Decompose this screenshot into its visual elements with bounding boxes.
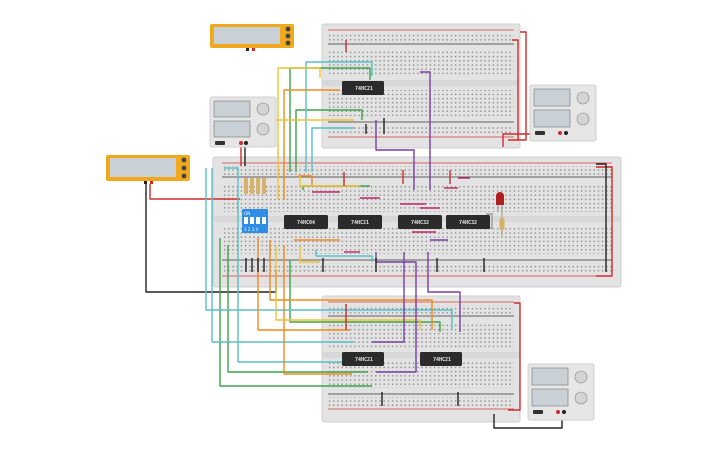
ic-center-chip-4[interactable]: 74HC32 (446, 215, 490, 229)
dip-switch-icon[interactable]: ON 1 2 3 4 (242, 209, 268, 233)
wire-green (219, 238, 372, 387)
wire-black (596, 163, 607, 272)
ic-bottom-chip-1[interactable]: 74HC21 (342, 352, 384, 366)
wire-orange (283, 89, 340, 200)
wire-purple (420, 71, 431, 190)
wire-teal (211, 168, 354, 343)
wire-green (289, 260, 441, 332)
wire-teal (224, 167, 352, 363)
wire-yellow (277, 67, 321, 200)
wire-orange (283, 245, 352, 375)
wire-red (149, 184, 240, 200)
ic-center-chip-3[interactable]: 74HC32 (398, 215, 442, 229)
wire-green (295, 109, 363, 172)
power-supply-icon[interactable] (529, 84, 597, 142)
power-supply-icon[interactable] (209, 96, 277, 148)
dip-on-label: ON (244, 211, 250, 216)
ic-center-chip-2[interactable]: 74HC21 (338, 215, 382, 229)
chip-label: 74HC21 (355, 357, 373, 363)
dip-toggle-3[interactable] (256, 217, 260, 224)
wire-red (512, 39, 519, 140)
wire-purple (427, 252, 461, 332)
resistor-array[interactable] (244, 178, 266, 194)
chip-label: 74HC21 (355, 86, 373, 92)
wire-teal (305, 61, 373, 172)
wire-teal (311, 127, 354, 172)
wires[interactable] (145, 31, 613, 429)
breadboard-center[interactable] (212, 156, 622, 288)
wire-teal (205, 168, 453, 330)
ic-top-chip[interactable]: 74HC21 (342, 81, 384, 95)
led-icon[interactable] (496, 192, 504, 212)
breadboard-top[interactable] (321, 23, 521, 149)
power-supply-icon[interactable] (527, 363, 595, 421)
wire-yellow (299, 176, 360, 187)
dip-toggle-1[interactable] (244, 217, 248, 224)
wire-orange (298, 175, 313, 186)
dip-toggle-4[interactable] (262, 217, 266, 224)
ic-bottom-chip-2[interactable]: 74HC21 (420, 352, 462, 366)
wire-red (508, 31, 527, 141)
chip-label: 74HC32 (411, 220, 429, 226)
wire-teal (315, 250, 373, 262)
wire-yellow (275, 246, 421, 330)
chip-label: 74HC21 (433, 357, 451, 363)
wire-red (596, 166, 613, 277)
chip-label: 74HC21 (351, 220, 369, 226)
resistor-icon[interactable] (499, 212, 505, 236)
dip-numbers-label: 1 2 3 4 (244, 227, 258, 232)
wire-yellow (299, 246, 320, 263)
ic-center-chip-1[interactable]: 74HC04 (284, 215, 328, 229)
wire-purple (375, 120, 415, 190)
chip-label: 74HC32 (459, 220, 477, 226)
wire-purple (372, 252, 405, 343)
multimeter-icon[interactable] (106, 155, 190, 184)
wire-orange (269, 240, 433, 330)
multimeter-icon[interactable] (210, 24, 294, 51)
dip-toggle-2[interactable] (250, 217, 254, 224)
wire-red (508, 302, 521, 411)
wire-green (227, 245, 368, 373)
chip-label: 74HC04 (297, 220, 315, 226)
